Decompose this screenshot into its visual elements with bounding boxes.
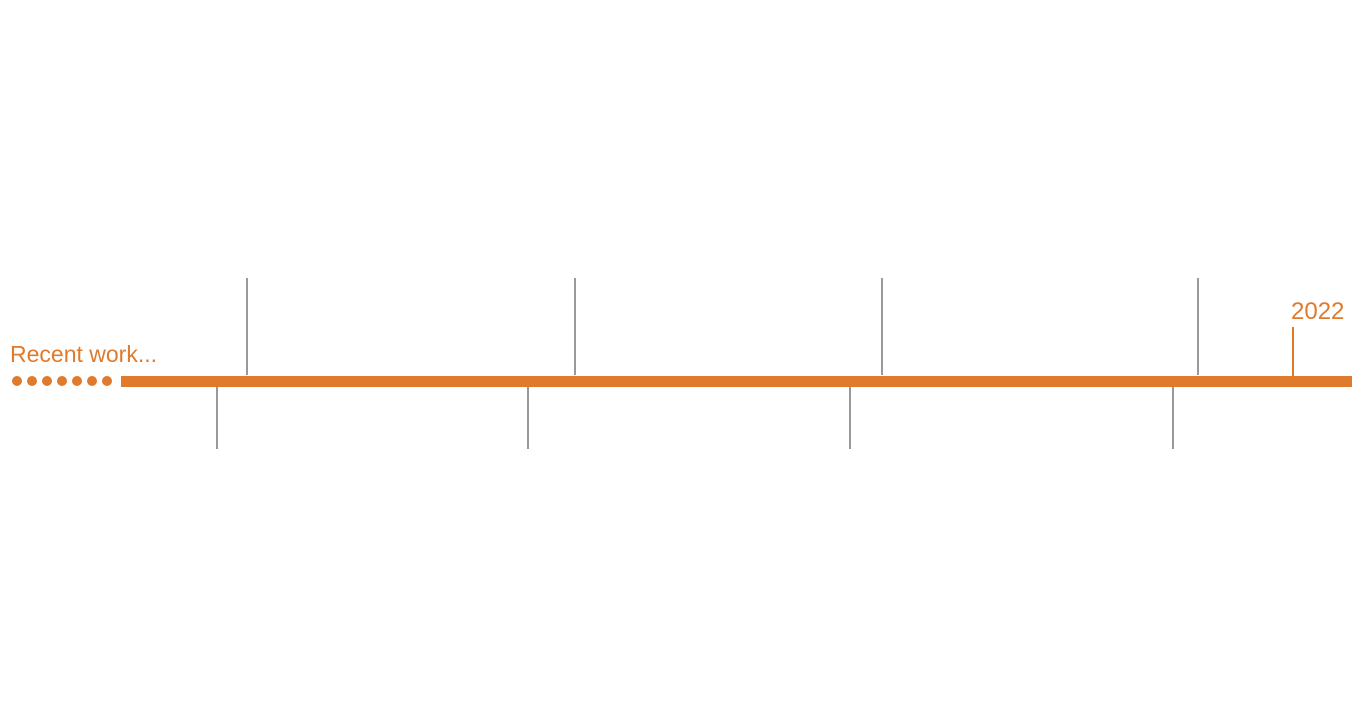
end-year-label: 2022 bbox=[1291, 298, 1345, 325]
timeline-dot bbox=[102, 376, 112, 386]
timeline-bar bbox=[121, 376, 1352, 387]
intro-label: Recent work... bbox=[10, 341, 157, 367]
milestone-tick-below bbox=[849, 387, 851, 449]
milestone-tick-above bbox=[1197, 278, 1199, 375]
milestone-tick-above bbox=[246, 278, 248, 375]
end-year-tick bbox=[1292, 327, 1294, 376]
milestone-tick-below bbox=[216, 387, 218, 449]
timeline-dot bbox=[72, 376, 82, 386]
timeline-dot bbox=[27, 376, 37, 386]
timeline-dot bbox=[87, 376, 97, 386]
milestone-tick-above bbox=[574, 278, 576, 375]
timeline-dot bbox=[42, 376, 52, 386]
milestone-tick-below bbox=[1172, 387, 1174, 449]
timeline-dot bbox=[12, 376, 22, 386]
timeline-dot bbox=[57, 376, 67, 386]
milestone-tick-below bbox=[527, 387, 529, 449]
milestone-tick-above bbox=[881, 278, 883, 375]
